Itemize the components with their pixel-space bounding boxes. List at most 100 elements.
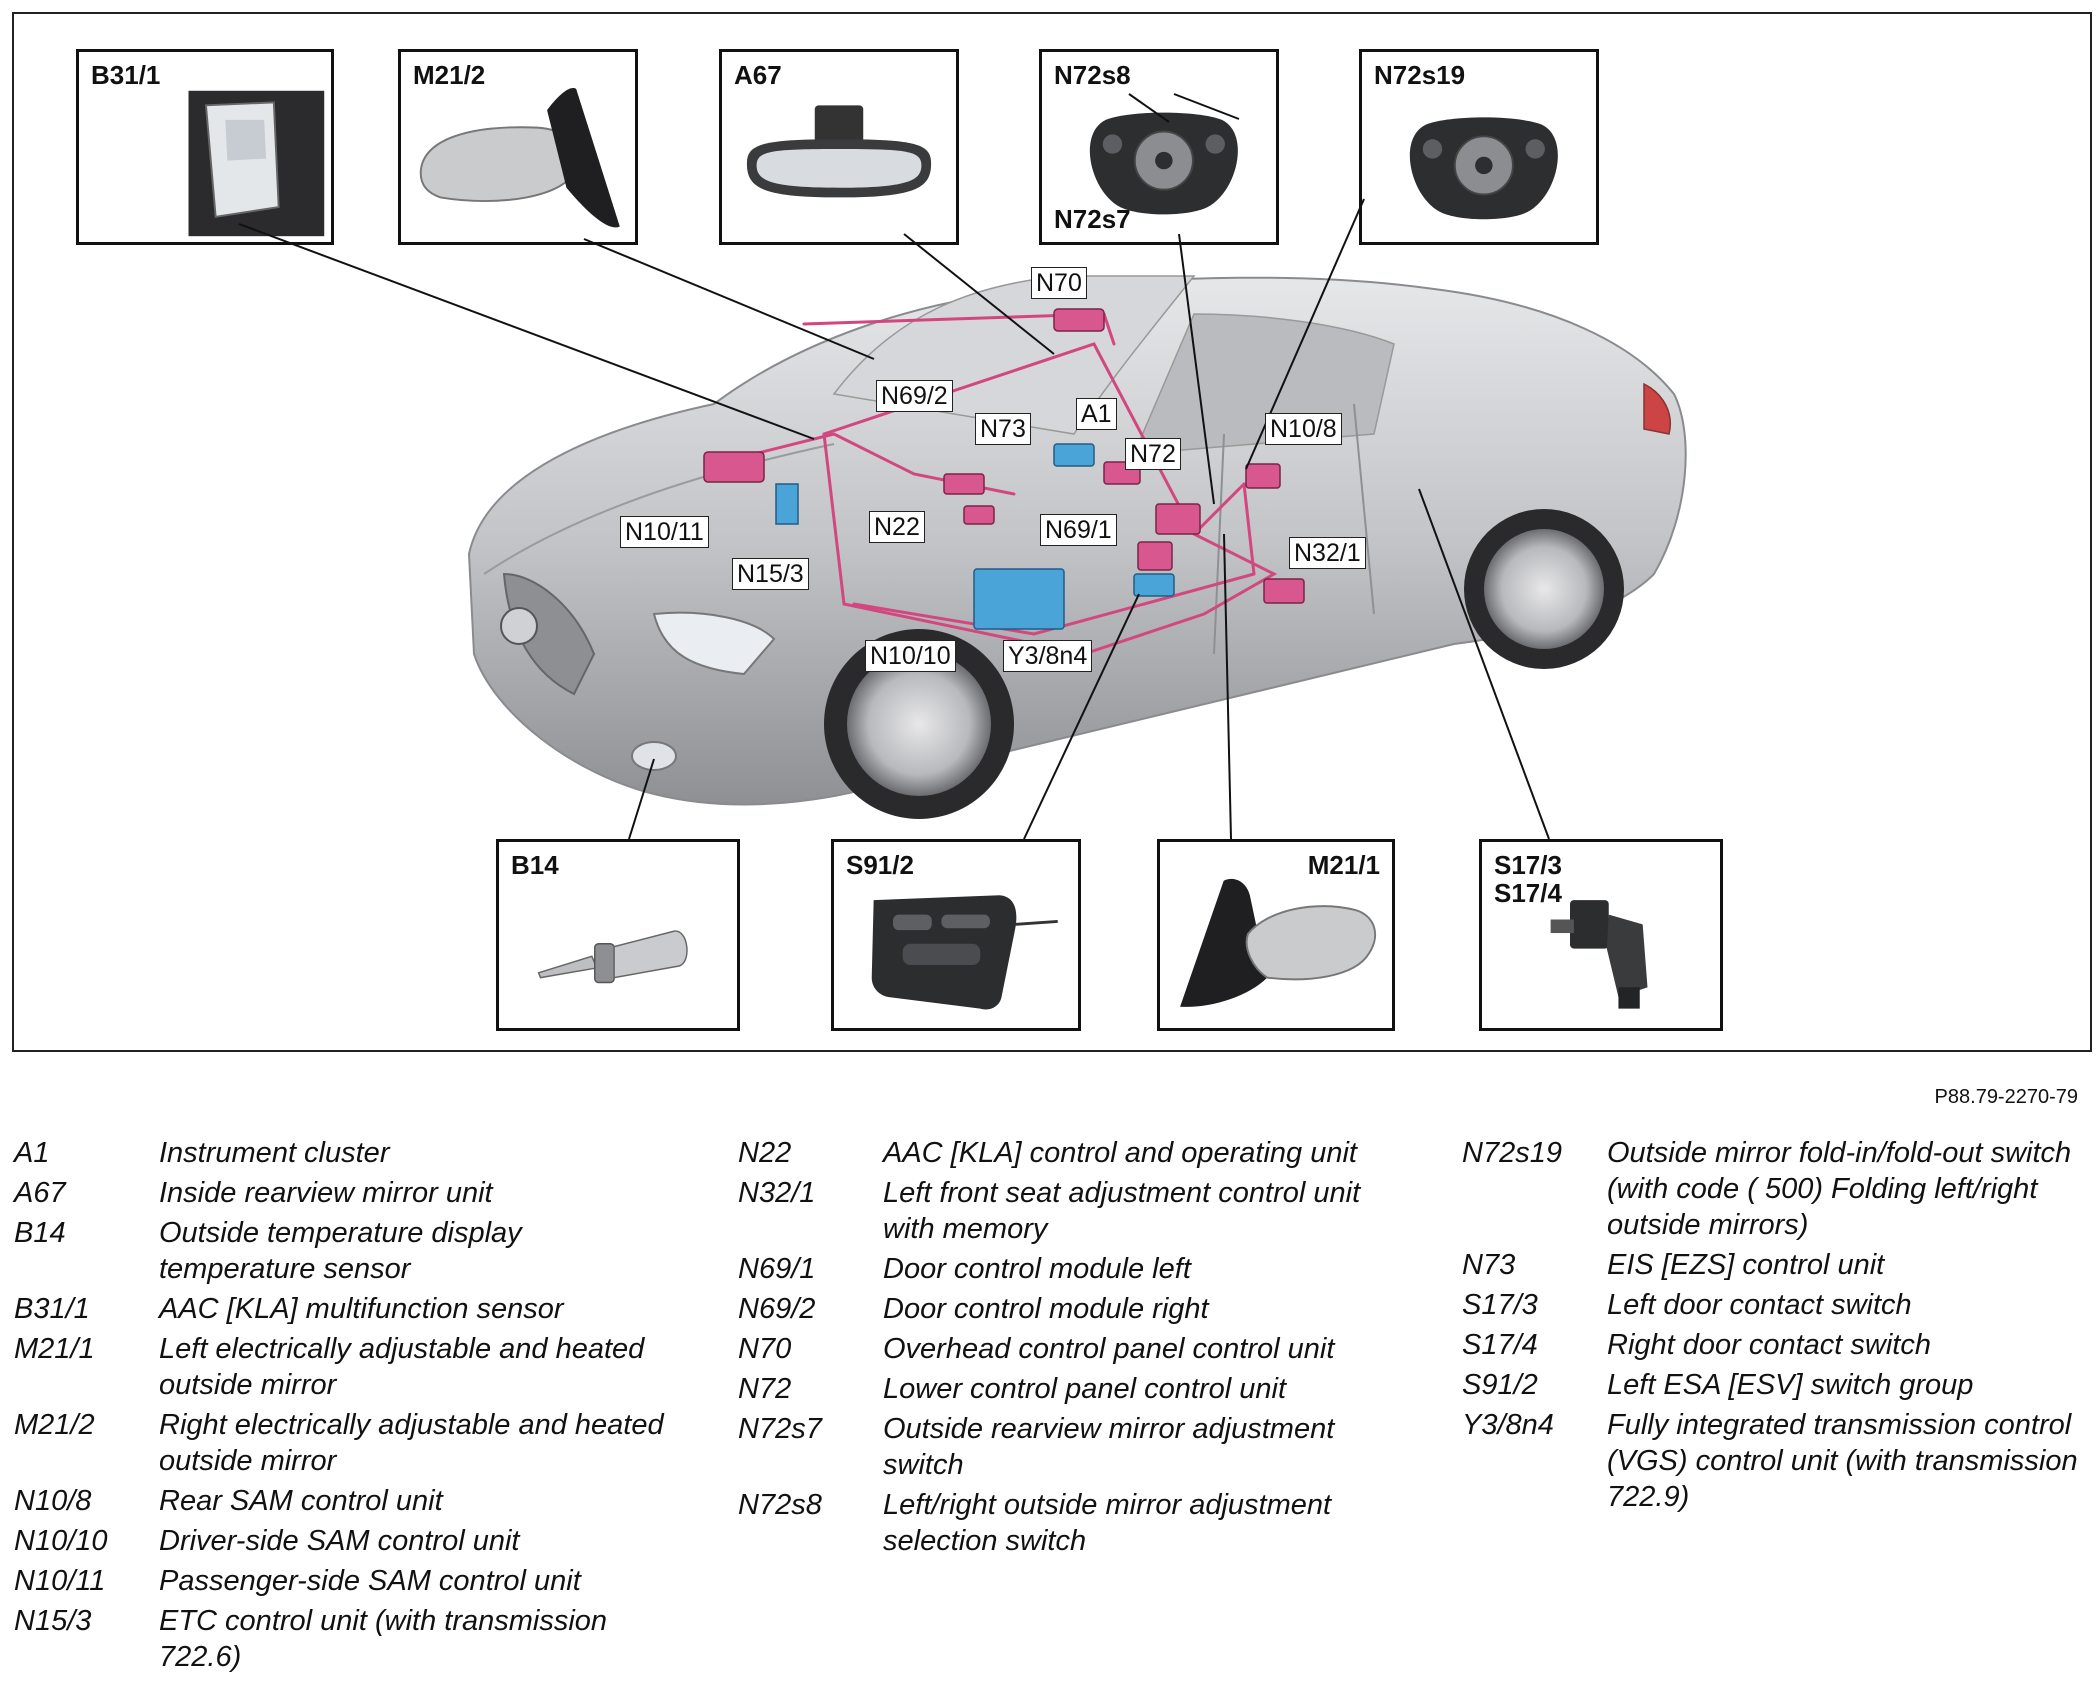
legend-description: Driver-side SAM control unit [159, 1525, 520, 1557]
legend-description: Left ESA [ESV] switch group [1607, 1369, 1974, 1401]
legend-code: N15/3 [14, 1605, 92, 1637]
legend-description: Lower control panel control unit [883, 1373, 1287, 1405]
legend-row: A1 Instrument cluster [14, 1135, 664, 1171]
legend-code: A1 [14, 1137, 50, 1169]
callout-a1: A1 [1076, 398, 1117, 430]
legend-code: M21/1 [14, 1333, 95, 1365]
legend-row: N10/8 Rear SAM control unit [14, 1483, 664, 1519]
legend-description: ETC control unit (with transmission 722.… [159, 1605, 608, 1673]
callout-n73: N73 [975, 413, 1031, 445]
legend-code: N10/10 [14, 1525, 108, 1557]
multifunction-sensor-icon [188, 90, 325, 237]
callout-n22: N22 [869, 511, 925, 543]
legend-code: N32/1 [738, 1177, 816, 1209]
legend-description: Outside temperature display temperature … [159, 1217, 522, 1285]
inset-label: A67 [734, 60, 782, 90]
legend-code: M21/2 [14, 1409, 95, 1441]
legend-code: N70 [738, 1333, 792, 1365]
legend-code: N69/2 [738, 1293, 816, 1325]
legend-description: Instrument cluster [159, 1137, 390, 1169]
mirror-fold-switch-panel-icon [1409, 117, 1558, 220]
legend-code: N72s7 [738, 1413, 822, 1445]
legend-row: N32/1 Left front seat adjustment control … [738, 1175, 1378, 1247]
legend-row: N72 Lower control panel control unit [738, 1371, 1378, 1407]
legend-description: Right electrically adjustable and heated… [159, 1409, 664, 1477]
legend-code: N72 [738, 1373, 792, 1405]
legend-row: M21/2 Right electrically adjustable and h… [14, 1407, 664, 1479]
inset-m21-2: M21/2 [398, 49, 638, 245]
legend-row: B14 Outside temperature display temperatu… [14, 1215, 664, 1287]
inset-label: M21/2 [413, 60, 486, 90]
legend-code: B14 [14, 1217, 66, 1249]
legend-description: Left front seat adjustment control unit … [883, 1177, 1361, 1245]
legend-description: Rear SAM control unit [159, 1485, 443, 1517]
callout-n32-1: N32/1 [1289, 537, 1366, 569]
legend-code: S17/4 [1462, 1329, 1538, 1361]
legend-description: Inside rearview mirror unit [159, 1177, 493, 1209]
callout-n72: N72 [1125, 438, 1181, 470]
callout-n10-8: N10/8 [1265, 413, 1342, 445]
callout-y3-8n4: Y3/8n4 [1003, 640, 1093, 672]
inset-label: B14 [511, 850, 559, 880]
inset-label: B31/1 [91, 60, 161, 90]
door-contact-switch-icon [1550, 900, 1648, 1009]
legend-code: A67 [14, 1177, 66, 1209]
inset-label-n72s8: N72s8 [1054, 60, 1131, 90]
rearview-mirror-icon [746, 105, 932, 198]
legend-description: Right door contact switch [1607, 1329, 1931, 1361]
legend-code: N72s19 [1462, 1137, 1562, 1169]
legend-description: AAC [KLA] multifunction sensor [159, 1293, 564, 1325]
left-outside-mirror-icon [1180, 878, 1377, 1007]
legend-code: Y3/8n4 [1462, 1409, 1554, 1441]
inset-label: S91/2 [846, 850, 914, 880]
inset-b31-1: B31/1 [76, 49, 334, 245]
legend-description: AAC [KLA] control and operating unit [883, 1137, 1357, 1169]
legend-row: B31/1 AAC [KLA] multifunction sensor [14, 1291, 664, 1327]
callout-n10-11: N10/11 [620, 516, 709, 548]
component-location-figure: B31/1 M21/2 A67 N72s8 N72s7 [12, 12, 2092, 1052]
inset-s17: S17/3 S17/4 [1479, 839, 1723, 1031]
legend-row: N72s19 Outside mirror fold-in/fold-out sw… [1462, 1135, 2082, 1243]
inset-s91-2: S91/2 [831, 839, 1081, 1031]
legend-code: B31/1 [14, 1293, 90, 1325]
inset-label-s17-3: S17/3 [1494, 850, 1562, 880]
mirror-switch-panel-icon [1089, 112, 1238, 215]
legend-row: N73 EIS [EZS] control unit [1462, 1247, 2082, 1283]
legend-description: EIS [EZS] control unit [1607, 1249, 1885, 1281]
legend-row: N10/10 Driver-side SAM control unit [14, 1523, 664, 1559]
inset-a67: A67 [719, 49, 959, 245]
right-outside-mirror-icon [419, 88, 620, 228]
legend-description: Overhead control panel control unit [883, 1333, 1335, 1365]
callout-n69-1: N69/1 [1040, 514, 1117, 546]
inset-n72s19: N72s19 [1359, 49, 1599, 245]
inset-m21-1: M21/1 [1157, 839, 1395, 1031]
inset-label-n72s7: N72s7 [1054, 204, 1131, 234]
legend-column-3: N72s19 Outside mirror fold-in/fold-out sw… [1462, 1135, 2082, 1519]
reference-code: P88.79-2270-79 [1934, 1086, 2078, 1108]
inset-label-s17-4: S17/4 [1494, 878, 1562, 908]
legend-description: Outside mirror fold-in/fold-out switch (… [1607, 1137, 2072, 1241]
legend-row: N15/3 ETC control unit (with transmission… [14, 1603, 664, 1675]
inset-n72s8-n72s7: N72s8 N72s7 [1039, 49, 1279, 245]
temperature-sensor-icon [537, 930, 688, 984]
legend-row: S17/4 Right door contact switch [1462, 1327, 2082, 1363]
inset-label: N72s19 [1374, 60, 1466, 90]
legend-code: N69/1 [738, 1253, 816, 1285]
legend-code: S17/3 [1462, 1289, 1538, 1321]
callout-n69-2: N69/2 [876, 380, 953, 412]
callout-n15-3: N15/3 [732, 558, 809, 590]
legend-description: Outside rearview mirror adjustment switc… [883, 1413, 1335, 1481]
legend-description: Left/right outside mirror adjustment sel… [883, 1489, 1332, 1557]
legend-code: N10/8 [14, 1485, 92, 1517]
legend-code: N72s8 [738, 1489, 822, 1521]
legend-code: N73 [1462, 1249, 1516, 1281]
legend-description: Passenger-side SAM control unit [159, 1565, 581, 1597]
